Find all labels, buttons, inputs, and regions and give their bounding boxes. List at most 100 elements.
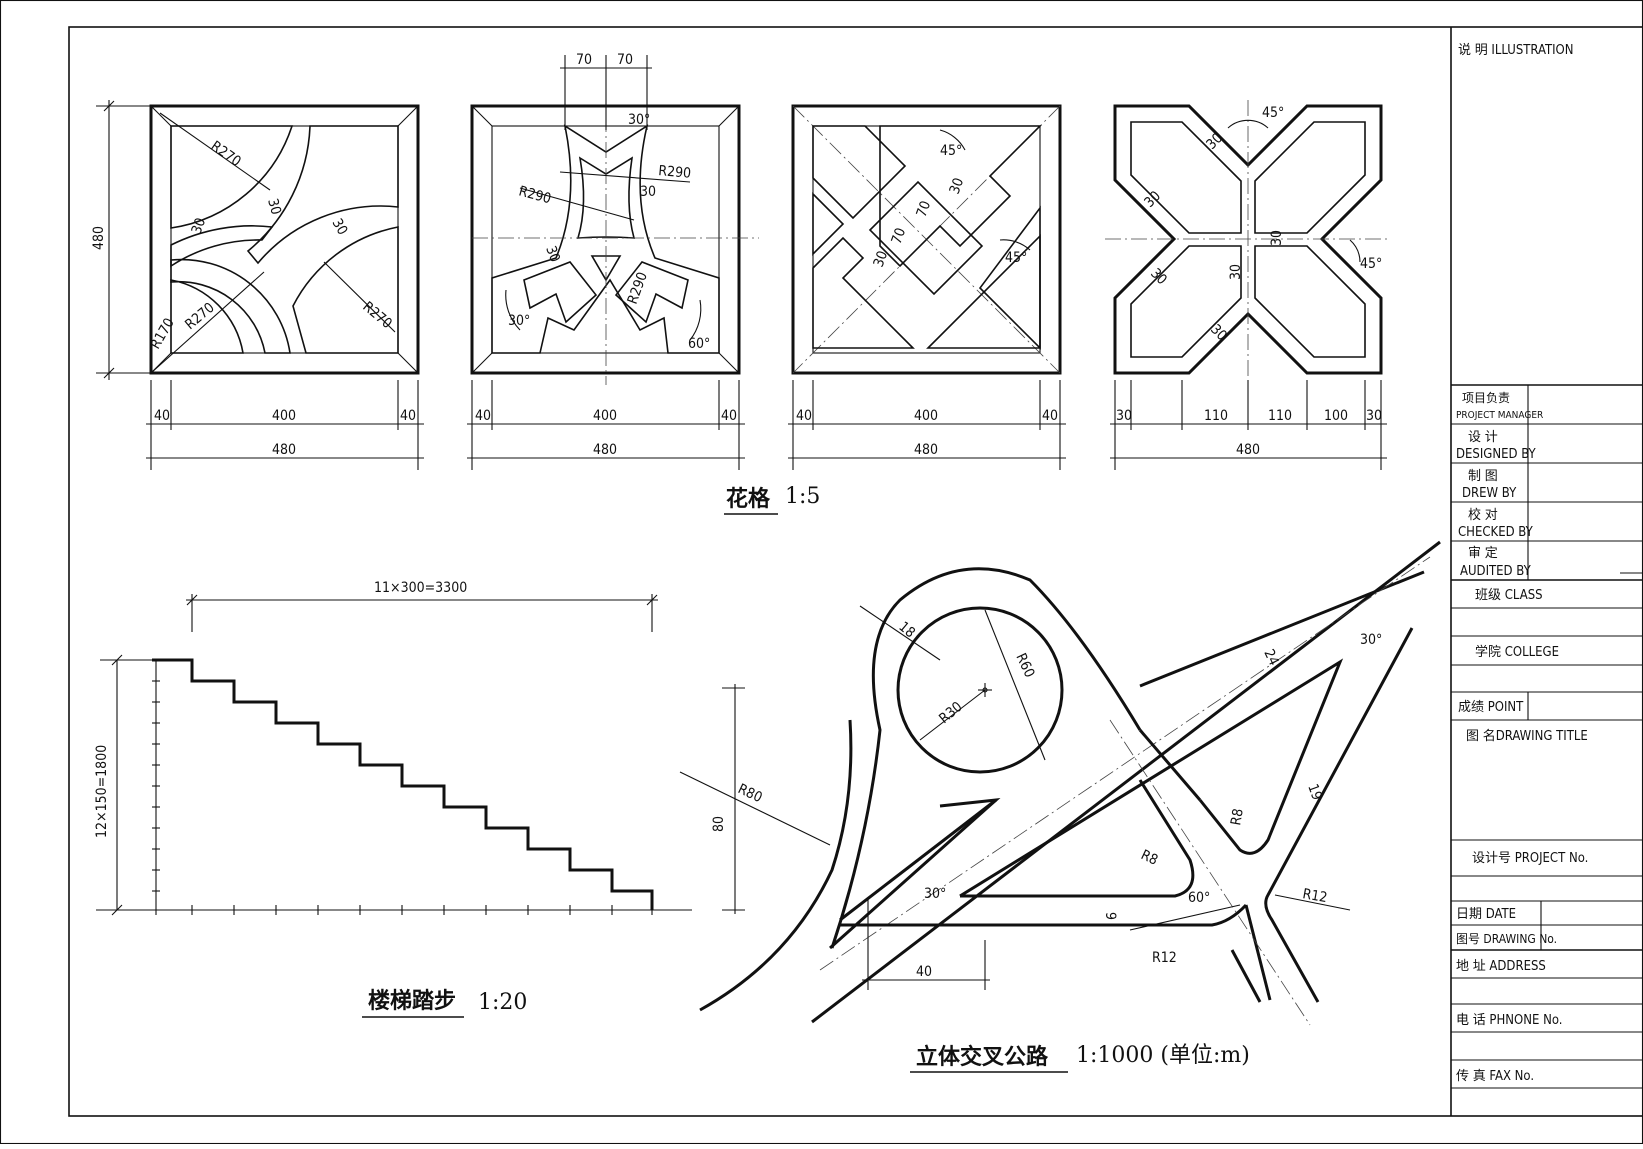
p1-r270-b: R270 [182,300,217,333]
lattice-panel-4-dims: 30 110 110 100 30 480 [1110,380,1387,470]
p4-dim-480: 480 [1236,442,1260,458]
ic-label-r30: R30 [936,699,965,727]
lattice-panel-3-dims: 40 400 40 480 [788,380,1066,470]
drawing-frame [68,26,1643,1117]
p4-angle-45-top: 45° [1262,105,1284,121]
class-label: 班级 CLASS [1475,588,1543,603]
p2-angle-30-top: 30° [628,112,650,128]
ic-label-19: 19 [1304,782,1325,803]
ic-label-80: 80 [711,816,727,832]
p1-dim-40b: 40 [400,408,416,424]
designed-en: DESIGNED BY [1456,447,1537,462]
p4-w30-b: 30 [1142,188,1165,211]
interchange-caption: 立体交叉公路 1:1000 (单位:m) [910,1043,1250,1073]
lattice-panel-1-dims: 40 400 40 480 [146,380,424,470]
p3-dim-40a: 40 [796,408,812,424]
p2-dim-480: 480 [593,442,617,458]
lattice-height-dim: 480 [91,100,150,380]
p2-r290-c: R290 [625,270,651,306]
p2-w30-b: 30 [542,244,563,265]
p1-dim-480: 480 [272,442,296,458]
p1-w30-a: 30 [189,216,210,237]
interchange-labels: 18 R60 R30 R80 80 24 30° R8 R8 60° 30° 9… [711,619,1382,980]
p4-dim-30b: 30 [1366,408,1382,424]
drew-en: DREW BY [1462,486,1517,501]
drawing-no-label: 图号 DRAWING No. [1456,932,1557,946]
ic-label-60deg: 60° [1188,890,1210,906]
fax-label: 传 真 FAX No. [1456,1069,1534,1084]
p3-angle-45-a: 45° [940,143,962,159]
interchange-caption-scale: 1:1000 (单位:m) [1076,1043,1250,1068]
p3-angle-45-b: 45° [1005,250,1027,266]
ic-label-r60: R60 [1012,651,1037,680]
height-480: 480 [91,226,107,250]
stairs-caption-scale: 1:20 [478,990,527,1015]
p4-dim-100: 100 [1324,408,1348,424]
lattice-caption: 花格 1:5 [724,484,820,515]
lattice-panel-1: R270 R270 R270 R170 30 30 30 [148,104,420,375]
lattice-caption-scale: 1:5 [785,484,820,509]
p4-w30-f: 30 [1207,322,1230,345]
p4-angle-45-right: 45° [1360,256,1382,272]
illustration-header: 说 明 ILLUSTRATION [1458,43,1574,58]
stairs-vertical-dim: 12×150=1800 [94,745,110,838]
p1-dim-40a: 40 [154,408,170,424]
project-no-label: 设计号 PROJECT No. [1472,851,1588,866]
ic-label-30deg-bottom: 30° [924,886,946,902]
p3-w30-b: 30 [871,249,892,270]
ic-label-r8-a: R8 [1228,807,1247,826]
p3-w70-b: 70 [914,199,935,220]
p2-angle-60: 60° [688,336,710,352]
ic-label-30deg-top: 30° [1360,632,1382,648]
p3-dim-40b: 40 [1042,408,1058,424]
lattice-panel-2: 70 70 30° R290 R290 R290 30° 60° 30 30 [470,52,759,385]
lattice-panel-4: 45° 45° 30 30 30 30 30 30 [1105,100,1390,390]
interchange-drawing [679,540,1441,1026]
stairs-caption: 楼梯踏步 1:20 [362,988,527,1018]
lattice-panel-3: 45° 45° 70 70 30 30 [791,104,1062,375]
p4-dim-110a: 110 [1204,408,1228,424]
p2-top-70a: 70 [576,52,592,68]
ic-label-18: 18 [895,619,918,642]
checked-cn: 校 对 [1468,507,1498,523]
ic-label-r80: R80 [735,781,764,806]
ic-label-r12-bottom: R12 [1152,950,1177,966]
interchange-caption-cn: 立体交叉公路 [916,1044,1049,1070]
ic-label-24: 24 [1260,647,1281,668]
p3-dim-400: 400 [914,408,938,424]
p3-w30-a: 30 [947,176,968,197]
p4-w30-a: 30 [1204,130,1227,153]
p2-dim-40b: 40 [721,408,737,424]
p2-r290-a: R290 [658,163,692,182]
lattice-panel-2-dims: 40 400 40 480 [467,380,745,470]
p4-dim-30a: 30 [1116,408,1132,424]
stairs-caption-cn: 楼梯踏步 [368,988,456,1014]
p2-w30-a: 30 [640,184,656,200]
p1-r270-a: R270 [208,138,244,170]
p1-w30-b: 30 [264,197,284,217]
ic-label-r12-right: R12 [1301,886,1328,906]
stair-ticks-vertical [152,680,160,892]
project-manager-cn: 项目负责 [1462,391,1510,405]
project-manager-en: PROJECT MANAGER [1456,410,1543,421]
p2-angle-30-left: 30° [508,313,530,329]
p4-w30-c: 30 [1269,230,1285,246]
phone-label: 电 话 PHNONE No. [1456,1013,1562,1028]
stairs-drawing: 11×300=3300 12×150=1800 [94,580,692,916]
p1-dim-400: 400 [272,408,296,424]
p1-w30-c: 30 [329,216,351,238]
stairs-horizontal-dim: 11×300=3300 [374,580,467,596]
checked-en: CHECKED BY [1458,525,1534,540]
drew-cn: 制 图 [1468,469,1498,484]
title-block: 说 明 ILLUSTRATION 项目负责 PROJECT MANAGER 设 … [1450,27,1643,1116]
p4-w30-e: 30 [1228,264,1244,280]
audited-cn: 审 定 [1468,546,1498,561]
ic-label-40: 40 [916,964,932,980]
stair-ticks-horizontal [191,905,653,915]
address-label: 地 址 ADDRESS [1456,959,1546,974]
ic-label-9: 9 [1102,912,1118,920]
p4-dim-110b: 110 [1268,408,1292,424]
